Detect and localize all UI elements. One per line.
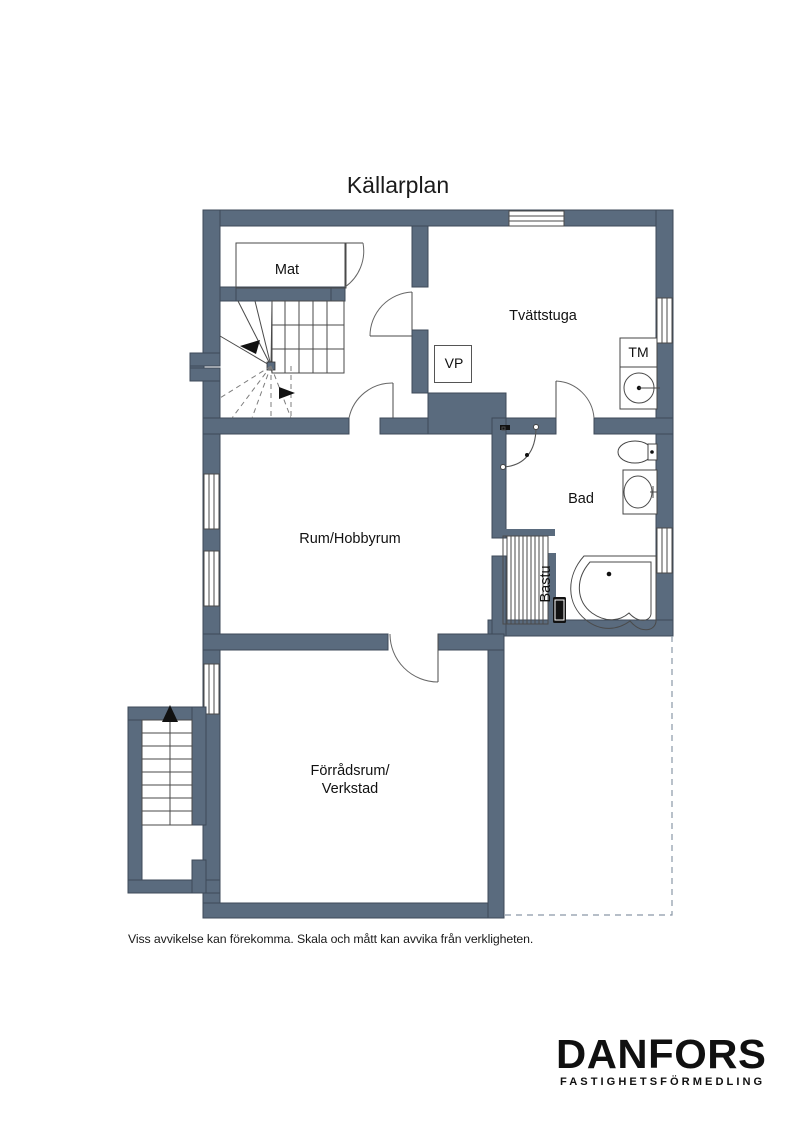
window-right-upper — [656, 297, 673, 344]
heat-pump-box: VP — [434, 345, 472, 383]
window-right-lower — [656, 527, 673, 574]
doors — [348, 291, 595, 683]
door-hobby-storage — [389, 633, 439, 683]
window-left-middle — [203, 550, 220, 607]
interior-walls — [202, 225, 674, 651]
page-title: Källarplan — [0, 172, 800, 199]
door-hall-hobby — [348, 382, 394, 419]
bathroom-fixtures — [500, 424, 658, 631]
room-label-forradsrum: Förrådsrum/ Verkstad — [310, 763, 390, 797]
window-top-wall — [508, 210, 565, 227]
windows — [203, 210, 673, 715]
mat-closet — [235, 242, 365, 289]
room-label-bad: Bad — [568, 491, 594, 507]
laundry-fixtures — [619, 337, 660, 410]
winder-staircase-up — [219, 300, 345, 419]
room-label-mat: Mat — [274, 262, 300, 278]
door-hall-laundry — [369, 291, 413, 337]
window-left-upper — [203, 473, 220, 530]
page-title-text: Källarplan — [346, 172, 450, 198]
exterior-staircase — [127, 705, 221, 894]
corner-bathtub — [570, 555, 657, 631]
room-label-tvattstuga: Tvättstuga — [509, 308, 577, 324]
door-laundry-bath — [555, 380, 595, 419]
disclaimer-text: Viss avvikelse kan förekomma. Skala och … — [128, 932, 534, 946]
shower-screen — [500, 424, 539, 470]
room-label-rum-hobbyrum: Rum/Hobbyrum — [299, 531, 401, 547]
shower-mixer — [500, 425, 510, 431]
toilet — [617, 440, 658, 464]
brand-tagline: FASTIGHETSFÖRMEDLING — [560, 1076, 766, 1088]
unbuilt-area-outline — [504, 636, 673, 916]
wash-basin — [622, 469, 658, 515]
room-label-bastu: Bastu — [538, 565, 554, 603]
tumble-dryer-label: TM — [628, 344, 649, 360]
window-left-lower — [203, 663, 220, 715]
brand-logo: DANFORS FASTIGHETSFÖRMEDLING — [556, 1034, 766, 1089]
heat-pump-label: VP — [444, 355, 464, 371]
brand-name: DANFORS — [556, 1031, 767, 1077]
sauna — [502, 535, 566, 625]
